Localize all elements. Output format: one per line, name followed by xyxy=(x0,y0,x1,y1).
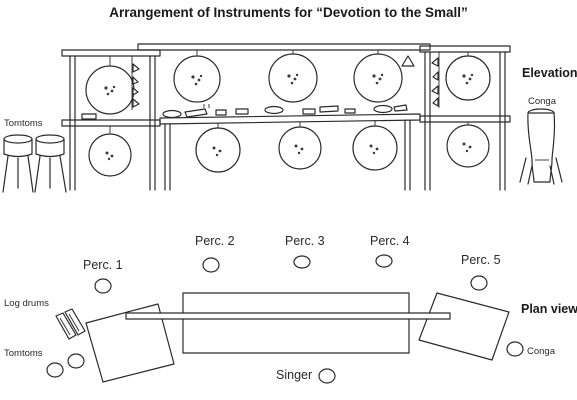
perc-3-position xyxy=(293,255,311,269)
conga-elevation xyxy=(519,108,563,185)
diagram-title: Arrangement of Instruments for “Devotion… xyxy=(109,5,468,20)
perc-1-label: Perc. 1 xyxy=(83,258,123,272)
gong xyxy=(268,53,318,103)
perc-5-position xyxy=(470,275,488,291)
perc-2-label: Perc. 2 xyxy=(195,234,235,248)
gong xyxy=(88,133,132,177)
perc-5-label: Perc. 5 xyxy=(461,253,501,267)
hanging-gongs-lower xyxy=(88,120,490,177)
log-drums-label: Log drums xyxy=(4,298,49,309)
long-bar xyxy=(125,312,451,320)
perc-2-position xyxy=(202,257,220,273)
right-table xyxy=(418,292,510,361)
perc-4-label: Perc. 4 xyxy=(370,234,410,248)
perc-1-position xyxy=(94,278,112,294)
perc-4-position xyxy=(375,254,393,268)
tomtoms-elevation xyxy=(2,134,67,193)
shelf-small-instruments xyxy=(81,104,408,120)
hanging-bells xyxy=(131,52,440,110)
elevation-drawing xyxy=(2,43,563,193)
gong xyxy=(446,124,490,168)
tomtom-plan xyxy=(67,353,85,369)
log-drums-plan xyxy=(55,308,86,340)
conga-plan xyxy=(506,341,524,357)
left-table xyxy=(85,303,175,383)
elevation-heading: Elevation xyxy=(522,66,577,80)
gong xyxy=(352,125,398,171)
plan-view-heading: Plan view xyxy=(521,302,577,316)
left-rack xyxy=(61,49,161,191)
gong xyxy=(173,55,221,103)
right-rack xyxy=(419,45,511,191)
gong xyxy=(353,53,403,103)
conga-plan-label: Conga xyxy=(527,346,555,357)
gong xyxy=(278,126,322,170)
gong xyxy=(195,127,241,173)
plan-view-drawing xyxy=(46,254,524,384)
gong xyxy=(85,65,135,115)
tomtom-plan xyxy=(46,362,64,378)
tomtoms-elevation-label: Tomtoms xyxy=(4,118,43,129)
conga-elevation-label: Conga xyxy=(528,96,556,107)
singer-label: Singer xyxy=(276,368,313,382)
perc-3-label: Perc. 3 xyxy=(285,234,325,248)
tomtoms-plan-label: Tomtoms xyxy=(4,348,43,359)
gong xyxy=(445,55,491,101)
center-table xyxy=(182,292,410,354)
singer-position xyxy=(318,368,336,384)
